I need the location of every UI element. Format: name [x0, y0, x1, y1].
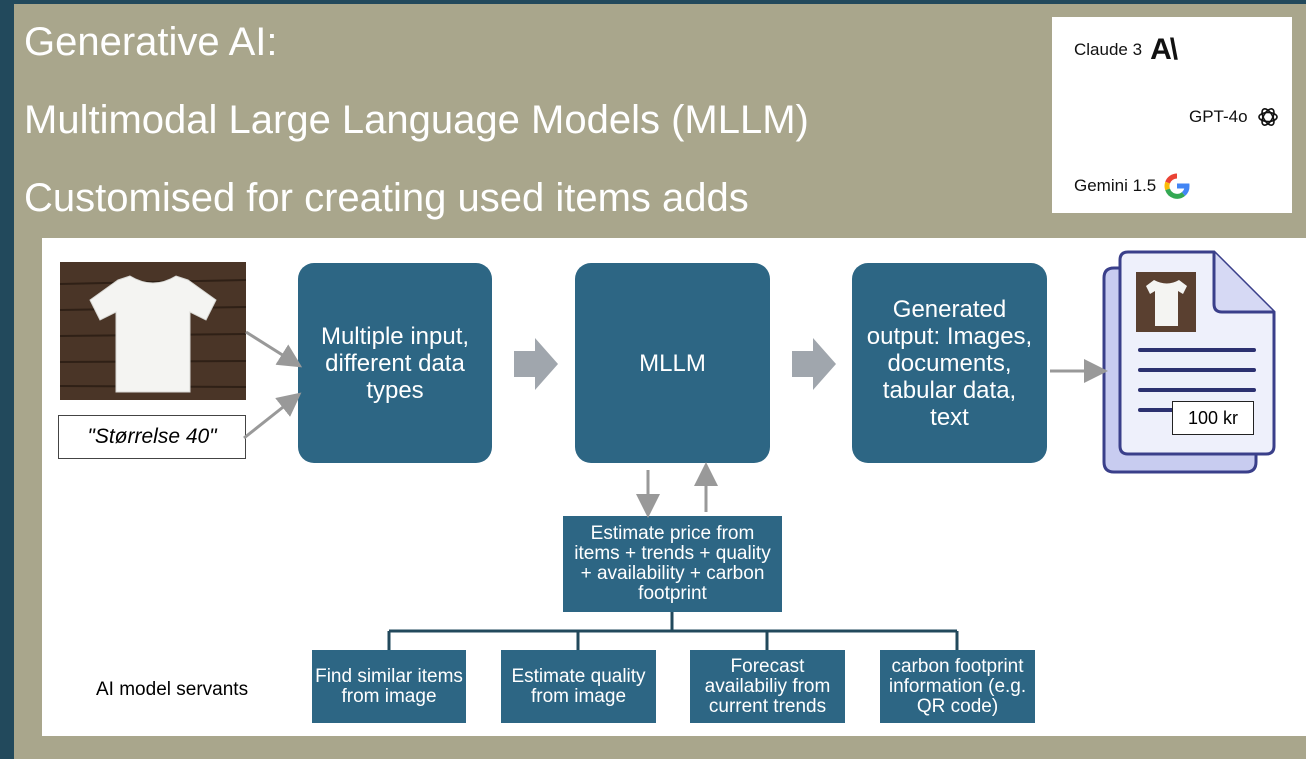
model-logos-panel: Claude 3 A\ GPT-4o Gemini 1.5 [1052, 17, 1292, 213]
mllm-diagram: "Størrelse 40" Multiple input, different… [42, 238, 1306, 736]
claude-label: Claude 3 [1074, 40, 1143, 59]
title-line-2: Multimodal Large Language Models (MLLM) [24, 98, 809, 142]
gpt-label: GPT-4o [1189, 107, 1248, 126]
title-line-1: Generative AI: [24, 20, 278, 64]
title-line-3: Customised for creating used items adds [24, 176, 749, 220]
anthropic-icon: A\ [1150, 33, 1178, 66]
output-box-text: Generated output: Images, documents, tab… [866, 295, 1033, 431]
google-icon [1164, 173, 1190, 199]
mllm-to-output-arrow [792, 338, 836, 390]
tshirt-photo [60, 262, 246, 400]
input-to-mllm-arrow [514, 338, 558, 390]
servant-quality-text: Estimate quality from image [511, 665, 646, 707]
slide-top-border [0, 0, 1306, 4]
servant-carbon: carbon footprint information (e.g. QR co… [880, 650, 1035, 723]
mllm-box-text: MLLM [639, 349, 706, 377]
input-box: Multiple input, different data types [298, 263, 492, 463]
estimate-price-box: Estimate price from items + trends + qua… [563, 516, 782, 612]
tshirt-shape [89, 275, 217, 393]
estimate-price-text: Estimate price from items + trends + qua… [574, 523, 771, 604]
gemini-logo: Gemini 1.5 [1074, 173, 1190, 199]
servant-similar-items-text: Find similar items from image [315, 665, 463, 707]
claude-logo: Claude 3 A\ [1074, 33, 1178, 67]
servant-carbon-text: carbon footprint information (e.g. QR co… [888, 655, 1027, 717]
input-box-text: Multiple input, different data types [320, 322, 470, 404]
caption-to-input-arrow [243, 392, 302, 440]
photo-to-input-arrow [245, 330, 303, 368]
diagram-connectors [243, 330, 1108, 650]
servant-availability-text: Forecast availabiliy from current trends [704, 655, 831, 717]
mllm-box: MLLM [575, 263, 770, 463]
size-caption: "Størrelse 40" [58, 415, 246, 459]
slide-left-border [0, 0, 14, 759]
servants-label: AI model servants [96, 679, 249, 700]
servant-quality: Estimate quality from image [501, 650, 656, 723]
price-tag: 100 kr [1172, 401, 1254, 435]
openai-icon [1257, 108, 1278, 126]
gpt-logo: GPT-4o [1189, 105, 1280, 129]
gemini-label: Gemini 1.5 [1074, 176, 1157, 195]
servant-tree [387, 612, 959, 650]
servant-similar-items: Find similar items from image [312, 650, 466, 723]
output-box: Generated output: Images, documents, tab… [852, 263, 1047, 463]
servant-availability: Forecast availabiliy from current trends [690, 650, 845, 723]
